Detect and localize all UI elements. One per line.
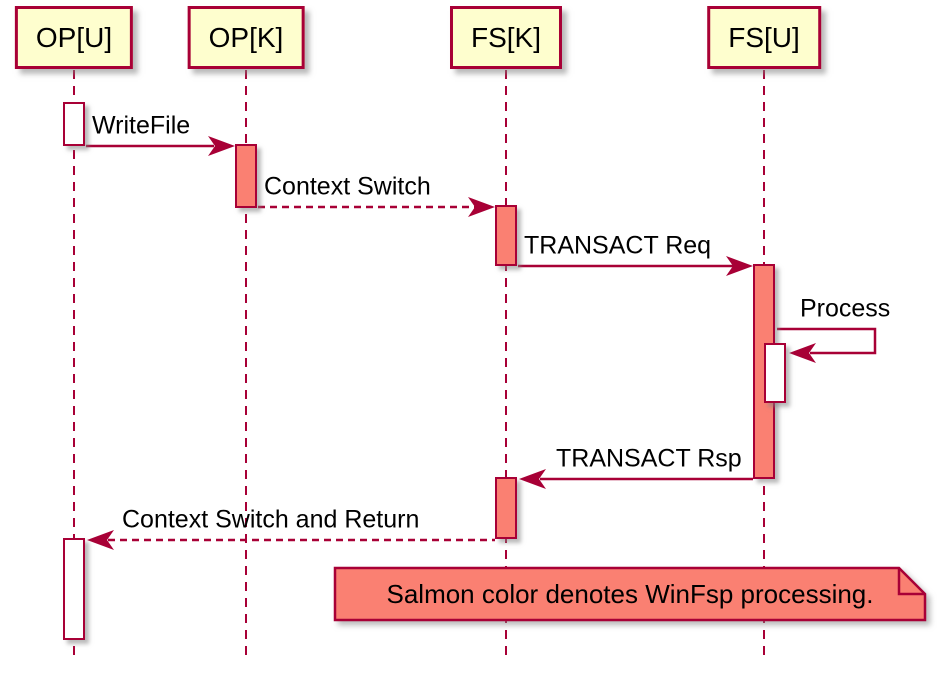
message-label-context-switch: Context Switch xyxy=(264,172,431,201)
arrowhead-context-switch xyxy=(468,197,495,217)
note: Salmon color denotes WinFsp processing. xyxy=(335,568,925,620)
activation-fsk-2 xyxy=(495,477,517,539)
arrowhead-writefile xyxy=(208,136,235,156)
activation-opu-2 xyxy=(63,538,85,640)
participant-fsk: FS[K] xyxy=(449,6,563,69)
arrowhead-process xyxy=(789,343,816,363)
arrowhead-transact-req xyxy=(726,256,753,276)
activation-opk xyxy=(235,144,257,208)
arrowhead-transact-rsp xyxy=(519,469,546,489)
participant-opu-label: OP[U] xyxy=(35,22,113,53)
message-label-process: Process xyxy=(800,294,891,323)
note-label: Salmon color denotes WinFsp processing. xyxy=(386,578,874,609)
message-label-transact-req: TRANSACT Req xyxy=(524,231,712,260)
arrow-process-self xyxy=(777,327,877,355)
activation-fsk-1 xyxy=(495,205,517,266)
participant-opk-label: OP[K] xyxy=(208,22,284,53)
participant-fsu-label: FS[U] xyxy=(728,22,800,53)
message-label-context-switch-return: Context Switch and Return xyxy=(122,505,420,534)
participant-opu: OP[U] xyxy=(14,6,134,69)
message-label-writefile: WriteFile xyxy=(92,111,191,140)
participant-fsu: FS[U] xyxy=(707,6,821,69)
arrowhead-context-switch-return xyxy=(87,530,114,550)
activation-fsu-nested xyxy=(764,343,786,403)
message-label-transact-rsp: TRANSACT Rsp xyxy=(556,444,742,473)
participant-fsk-label: FS[K] xyxy=(470,22,542,53)
activation-opu-1 xyxy=(63,102,85,146)
participant-opk: OP[K] xyxy=(187,6,305,69)
